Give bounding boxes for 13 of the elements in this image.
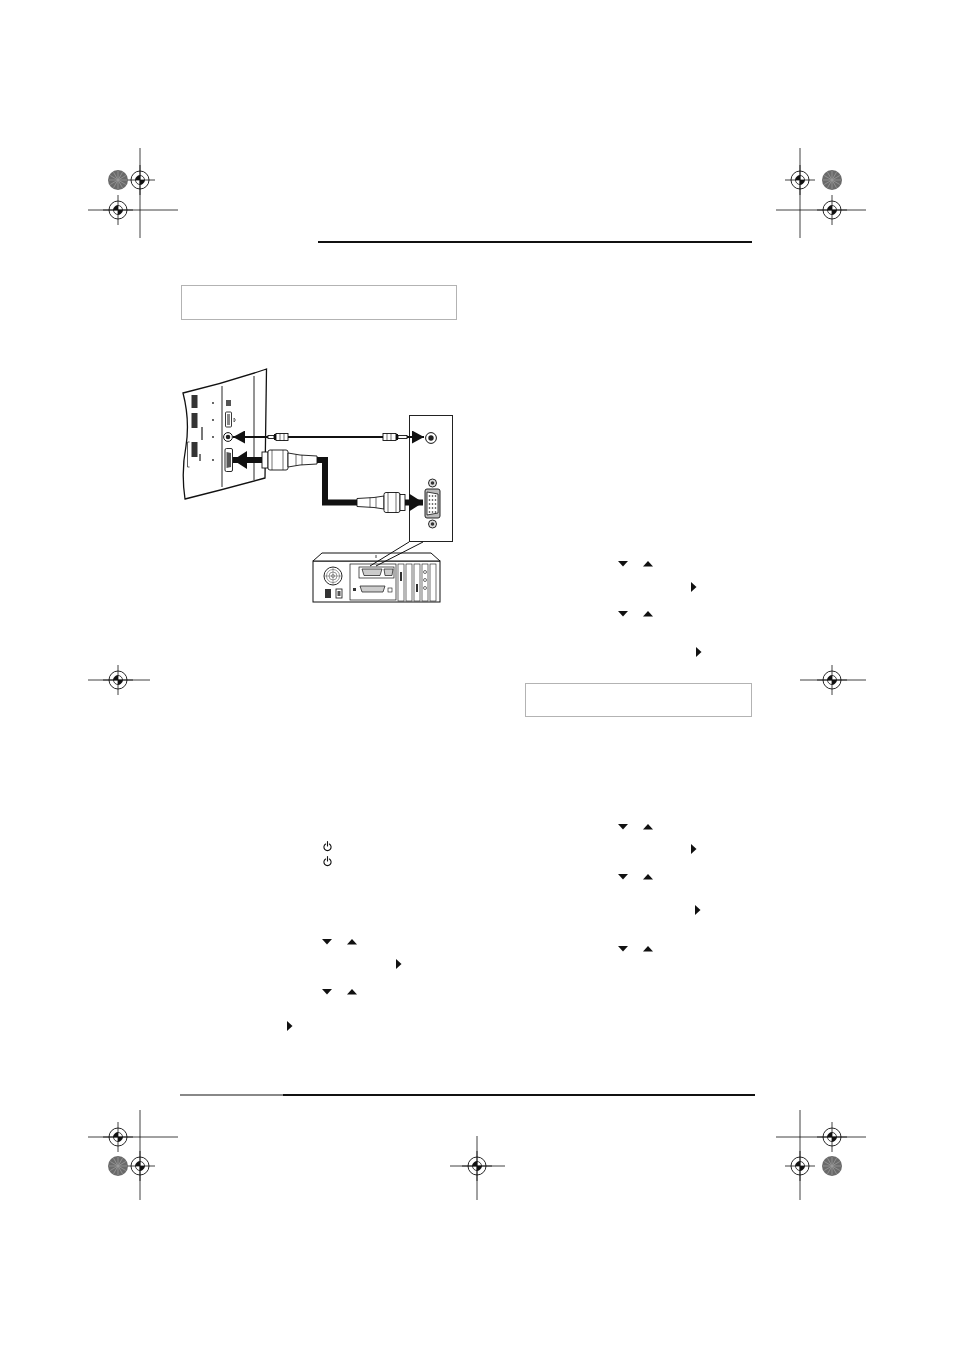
rear-port-panel [358, 566, 395, 579]
vga-port [424, 478, 441, 529]
audio-cable [232, 430, 425, 444]
desktop-computer [312, 552, 441, 603]
audio-jack [425, 432, 437, 444]
callout-line [369, 541, 424, 567]
inset-panel [409, 415, 453, 542]
note-box [525, 683, 752, 717]
tv-side-panel [180, 367, 267, 501]
audio-jack [223, 432, 233, 442]
vga-port [224, 448, 233, 472]
vga-cable [233, 451, 423, 512]
note-box [181, 285, 457, 320]
